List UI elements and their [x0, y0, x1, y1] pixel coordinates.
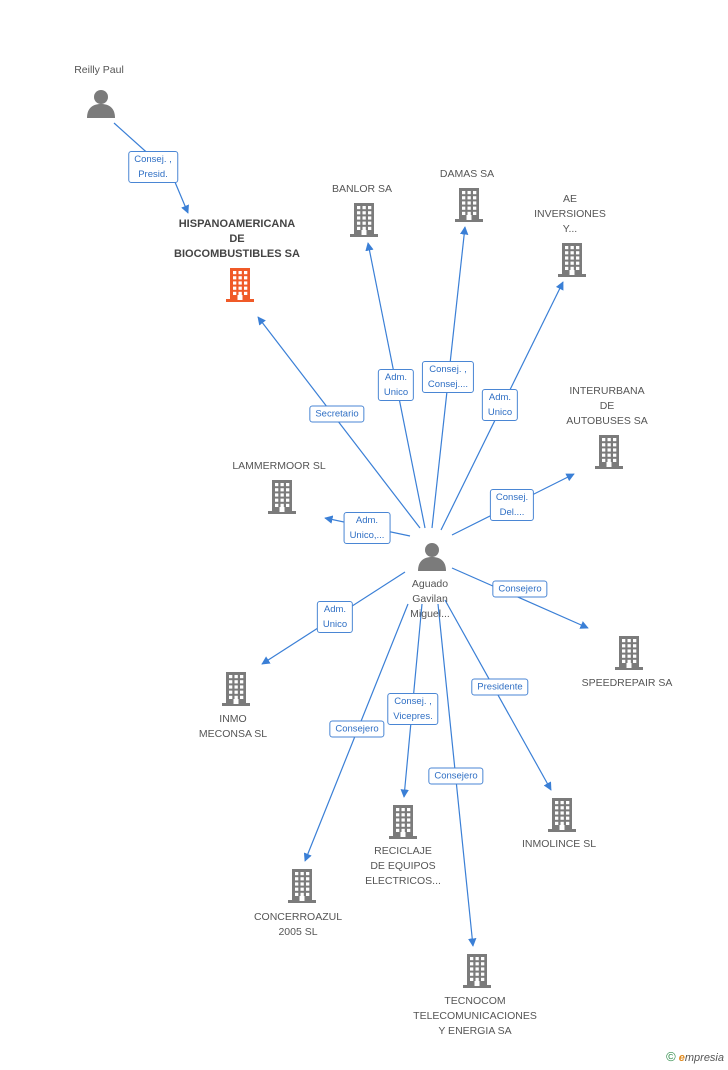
building-icon[interactable]: [461, 954, 493, 993]
relation-label-reilly-hispano[interactable]: Consej. , Presid.: [128, 151, 178, 183]
person-reilly-label: Reilly Paul: [74, 63, 124, 78]
company-inmo-label-line: INMO: [219, 713, 247, 725]
company-lammermoor-label-line: LAMMERMOOR SL: [232, 460, 326, 472]
relation-label-aguado-inmo[interactable]: Adm. Unico: [316, 601, 354, 633]
company-tecnocom-label-line: TECNOCOM: [444, 995, 506, 1007]
relation-label-aguado-interurbana[interactable]: Consej. Del....: [489, 489, 535, 521]
company-speedrepair-label-line: SPEEDREPAIR SA: [581, 677, 673, 689]
relation-label-aguado-lammermoor[interactable]: Adm. Unico,...: [343, 512, 391, 544]
person-aguado-label-line: Miguel...: [410, 608, 450, 620]
company-concerroazul-label: CONCERROAZUL 2005 SL: [254, 910, 342, 940]
company-interurbana-label-line: INTERURBANA: [569, 385, 645, 397]
company-inmo-label: INMO MECONSA SL: [199, 712, 267, 742]
relation-label-aguado-speedrepair[interactable]: Consejero: [492, 580, 548, 598]
edge-aguado-speedrepair: [451, 567, 589, 629]
relation-label-line: Unico: [383, 387, 409, 398]
company-inmolince-label: INMOLINCE SL: [522, 837, 596, 852]
company-damas-label-line: DAMAS SA: [439, 168, 495, 180]
building-icon[interactable]: [220, 672, 252, 711]
relation-label-aguado-damas[interactable]: Consej. , Consej....: [421, 361, 475, 393]
company-ae-label-line: INVERSIONES: [534, 208, 606, 220]
relation-label-line: Adm.: [384, 372, 408, 383]
relation-label-line: Consejero: [335, 723, 379, 735]
relation-label-line: Unico: [322, 619, 348, 630]
person-icon[interactable]: [417, 541, 447, 576]
brand-name: mpresia: [684, 1052, 724, 1064]
company-interurbana-label: INTERURBANA DE AUTOBUSES SA: [566, 384, 648, 429]
relation-label-line: Unico,...: [349, 530, 385, 541]
building-icon[interactable]: [613, 636, 645, 675]
relation-label-line: Consej.: [495, 492, 529, 503]
company-reciclaje-label-line: RECICLAJE: [374, 845, 432, 857]
company-inmolince-label-line: INMOLINCE SL: [521, 838, 597, 850]
relation-label-aguado-reciclaje[interactable]: Consej. , Vicepres.: [387, 693, 439, 725]
company-tecnocom-label-line: TELECOMUNICACIONES: [413, 1010, 537, 1022]
relation-label-line: Unico: [487, 407, 513, 418]
copyright-symbol: ©: [666, 1049, 676, 1064]
company-damas-label: DAMAS SA: [440, 167, 494, 182]
building-icon[interactable]: [593, 435, 625, 474]
building-icon[interactable]: [556, 243, 588, 282]
company-ae-label-line: AE: [562, 193, 577, 205]
relation-label-line: Consej....: [427, 379, 469, 390]
relation-label-line: Adm.: [355, 515, 379, 526]
company-ae-label-line: Y...: [562, 223, 578, 235]
company-hispano-label-line: BIOCOMBUSTIBLES SA: [174, 248, 300, 260]
brand-watermark: © empresia: [666, 1049, 724, 1064]
relation-label-aguado-hispano[interactable]: Secretario: [309, 405, 365, 423]
relation-label-line: Consej. ,: [429, 364, 467, 375]
relation-label-line: Presid.: [138, 169, 168, 180]
building-icon[interactable]: [546, 798, 578, 837]
company-ae-label: AE INVERSIONES Y...: [534, 192, 606, 237]
relation-label-line: Presidente: [477, 681, 523, 693]
company-tecnocom-label-line: Y ENERGIA SA: [438, 1025, 512, 1037]
relation-label-aguado-ae[interactable]: Adm. Unico: [481, 389, 519, 421]
relation-label-line: Consejero: [498, 583, 542, 595]
company-inmo-label-line: MECONSA SL: [198, 728, 268, 740]
relation-label-line: Adm.: [488, 392, 512, 403]
edge-aguado-hispano: [257, 316, 421, 529]
person-aguado-label-line: Aguado: [411, 578, 449, 590]
person-aguado-label-line: Gavilan: [412, 593, 448, 605]
building-icon[interactable]: [224, 268, 256, 307]
person-icon[interactable]: [86, 88, 116, 123]
company-interurbana-label-line: DE: [599, 400, 615, 412]
building-icon[interactable]: [266, 480, 298, 519]
relation-label-line: Consej. ,: [394, 696, 432, 707]
building-icon[interactable]: [453, 188, 485, 227]
company-banlor-label: BANLOR SA: [332, 182, 392, 197]
relation-label-line: Secretario: [315, 408, 359, 420]
building-icon[interactable]: [387, 805, 419, 844]
relation-label-line: Adm.: [323, 604, 347, 615]
relation-label-aguado-tecnocom[interactable]: Consejero: [428, 767, 484, 785]
relation-label-aguado-inmolince[interactable]: Presidente: [471, 678, 529, 696]
company-hispano-label-line: DE: [229, 233, 245, 245]
company-tecnocom-label: TECNOCOM TELECOMUNICACIONES Y ENERGIA SA: [413, 994, 537, 1039]
building-icon[interactable]: [286, 869, 318, 908]
company-concerroazul-label-line: 2005 SL: [278, 926, 318, 938]
relation-label-line: Del....: [499, 507, 525, 518]
person-reilly-label-line: Reilly Paul: [74, 64, 124, 76]
company-reciclaje-label-line: ELECTRICOS...: [365, 875, 441, 887]
relation-label-line: Vicepres.: [393, 711, 433, 722]
company-reciclaje-label: RECICLAJE DE EQUIPOS ELECTRICOS...: [365, 844, 441, 889]
company-hispano-label: HISPANOAMERICANA DE BIOCOMBUSTIBLES SA: [174, 217, 300, 262]
company-banlor-label-line: BANLOR SA: [331, 183, 393, 195]
building-icon[interactable]: [348, 203, 380, 242]
brand-initial: e: [678, 1052, 685, 1064]
relation-label-aguado-banlor[interactable]: Adm. Unico: [377, 369, 415, 401]
company-hispano-label-line: HISPANOAMERICANA: [178, 218, 296, 230]
company-lammermoor-label: LAMMERMOOR SL: [232, 459, 325, 474]
company-interurbana-label-line: AUTOBUSES SA: [566, 415, 648, 427]
company-speedrepair-label: SPEEDREPAIR SA: [582, 676, 673, 691]
company-reciclaje-label-line: DE EQUIPOS: [370, 860, 436, 872]
relation-label-aguado-concerroazul[interactable]: Consejero: [329, 720, 385, 738]
relation-label-line: Consej. ,: [134, 154, 172, 165]
relation-label-line: Consejero: [434, 770, 478, 782]
company-concerroazul-label-line: CONCERROAZUL: [253, 911, 343, 923]
